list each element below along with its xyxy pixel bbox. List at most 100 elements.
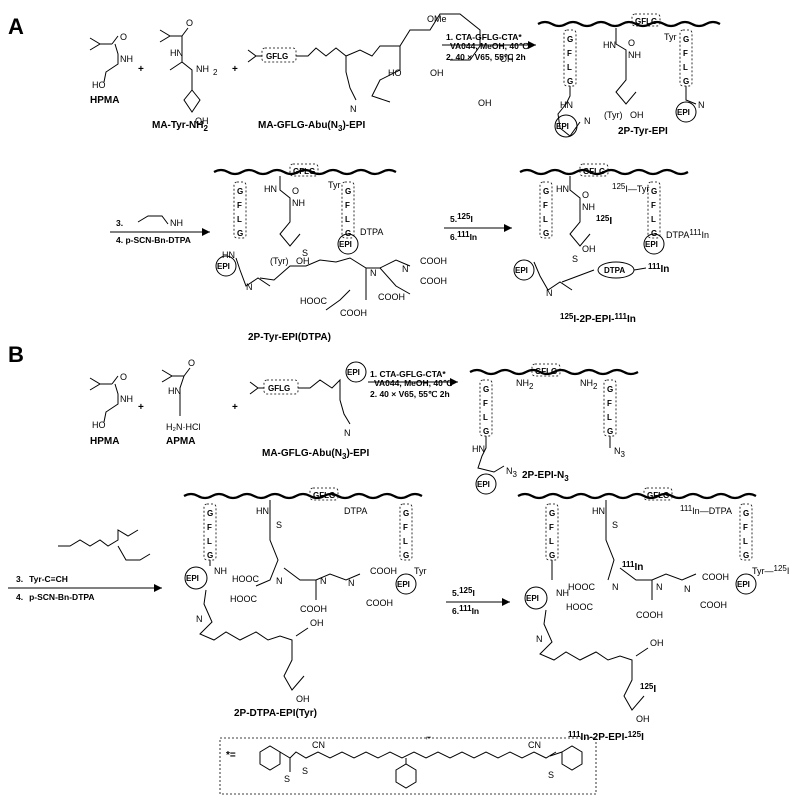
svg-text:N: N (276, 576, 283, 586)
svg-text:2: 2 (213, 68, 218, 77)
svg-text:G: G (743, 551, 749, 560)
svg-text:HN: HN (222, 250, 235, 260)
cond-1b-line1: 1. CTA-GFLG-CTA* (370, 369, 446, 379)
svg-text:G: G (403, 551, 409, 560)
svg-text:G: G (483, 427, 489, 436)
svg-text:GFLG: GFLG (293, 167, 315, 176)
cond-4a: 4. p-SCN-Bn-DTPA (116, 235, 191, 245)
arrowhead-2b (154, 584, 162, 592)
cond-3b: 3.Tyr-C≡CH (16, 574, 68, 584)
svg-text:111In: 111In (622, 560, 643, 573)
cond-3a: 3. (116, 218, 123, 228)
svg-text:GFLG: GFLG (635, 17, 657, 26)
svg-text:EPI: EPI (515, 266, 528, 275)
svg-text:G: G (651, 187, 657, 196)
p2-tyr-epi-label: 2P-Tyr-EPI (618, 126, 668, 137)
svg-text:N: N (348, 578, 355, 588)
svg-text:HOOC: HOOC (568, 582, 596, 592)
labeled-product-b-label: 111In-2P-EPI-125I (568, 730, 644, 743)
svg-text:HN: HN (556, 184, 569, 194)
cond-6b: 6.111In (452, 604, 479, 616)
alkyne-reagent-a (137, 215, 169, 225)
svg-text:CN: CN (528, 740, 541, 750)
tyr-alkyne-reagent-b (58, 529, 151, 561)
svg-text:G: G (543, 229, 549, 238)
arrowhead-1a (528, 41, 536, 49)
svg-text:DTPA111In: DTPA111In (666, 228, 709, 240)
svg-text:F: F (483, 399, 488, 408)
svg-text:DTPA: DTPA (604, 266, 625, 275)
svg-text:G: G (403, 509, 409, 518)
cta-structure: S CN ⌐ CN S S (259, 732, 583, 789)
svg-text:G: G (549, 509, 555, 518)
svg-text:Tyr: Tyr (664, 32, 677, 42)
cond-1a-line3: 2. 40 × V65, 55℃ 2h (446, 52, 526, 62)
svg-text:NH: NH (556, 588, 569, 598)
svg-text:NH: NH (292, 198, 305, 208)
svg-text:Tyr: Tyr (328, 180, 341, 190)
cond-5a: 5.125I (450, 212, 473, 224)
svg-text:GFLG: GFLG (647, 491, 669, 500)
svg-text:S: S (302, 766, 308, 776)
svg-text:GFLG: GFLG (313, 491, 335, 500)
svg-text:OH: OH (636, 714, 650, 724)
svg-text:G: G (683, 77, 689, 86)
svg-text:L: L (607, 413, 612, 422)
svg-text:S: S (284, 774, 290, 784)
svg-text:O: O (292, 186, 299, 196)
svg-text:COOH: COOH (370, 566, 397, 576)
svg-text:O: O (582, 190, 589, 200)
svg-text:OMe: OMe (427, 14, 447, 24)
svg-text:N3: N3 (614, 446, 626, 459)
svg-text:G: G (207, 509, 213, 518)
svg-text:NH: NH (582, 202, 595, 212)
hpma-structure-b: O NH HO (89, 372, 133, 430)
svg-text:OH: OH (500, 54, 514, 64)
svg-text:S: S (612, 520, 618, 530)
svg-text:G: G (237, 229, 243, 238)
plus-2a: + (232, 64, 238, 75)
apma-structure: O HN H₂N·HCl (161, 358, 201, 432)
svg-text:HN: HN (592, 506, 605, 516)
cta-structure-box (219, 737, 597, 795)
svg-text:G: G (345, 229, 351, 238)
svg-text:GFLG: GFLG (266, 52, 288, 61)
svg-text:G: G (483, 385, 489, 394)
arrowhead-1b (450, 378, 458, 386)
svg-text:F: F (743, 523, 748, 532)
svg-text:N: N (344, 428, 351, 438)
svg-text:G: G (683, 35, 689, 44)
cond-1a-line1: 1. CTA-GFLG-CTA* (446, 32, 522, 42)
svg-text:N: N (246, 282, 253, 292)
svg-text:L: L (543, 215, 548, 224)
svg-text:HN: HN (560, 100, 573, 110)
svg-text:GFLG: GFLG (535, 367, 557, 376)
svg-text:EPI: EPI (737, 580, 750, 589)
svg-text:O: O (628, 38, 635, 48)
svg-text:S: S (548, 770, 554, 780)
svg-text:COOH: COOH (700, 600, 727, 610)
svg-text:L: L (683, 63, 688, 72)
svg-text:F: F (607, 399, 612, 408)
p2-dtpa-epi-tyr-label: 2P-DTPA-EPI(Tyr) (234, 708, 317, 719)
ma-gflg-epi-label: MA-GFLG-Abu(N3)-EPI (258, 120, 365, 133)
svg-text:HOOC: HOOC (300, 296, 328, 306)
svg-text:S: S (276, 520, 282, 530)
svg-text:O: O (120, 32, 127, 42)
svg-text:F: F (549, 523, 554, 532)
svg-text:GFLG: GFLG (268, 384, 290, 393)
svg-text:125I—Tyr: 125I—Tyr (612, 182, 649, 194)
svg-text:F: F (207, 523, 212, 532)
svg-text:NH: NH (120, 54, 133, 64)
svg-text:HN: HN (603, 40, 616, 50)
svg-text:N: N (196, 614, 203, 624)
svg-text:F: F (345, 201, 350, 210)
svg-text:N: N (612, 582, 619, 592)
cond-4b: 4.p-SCN-Bn-DTPA (16, 592, 95, 602)
svg-text:EPI: EPI (397, 580, 410, 589)
cond-1a-line2: VA044, MeOH, 40℃ (450, 41, 529, 51)
svg-text:COOH: COOH (636, 610, 663, 620)
panel-label-b: B (8, 342, 24, 367)
svg-text:NH: NH (120, 394, 133, 404)
labeled-product-b-structure: GFLG 111In—DTPA G F L G G F L G Tyr—125I… (517, 487, 789, 724)
